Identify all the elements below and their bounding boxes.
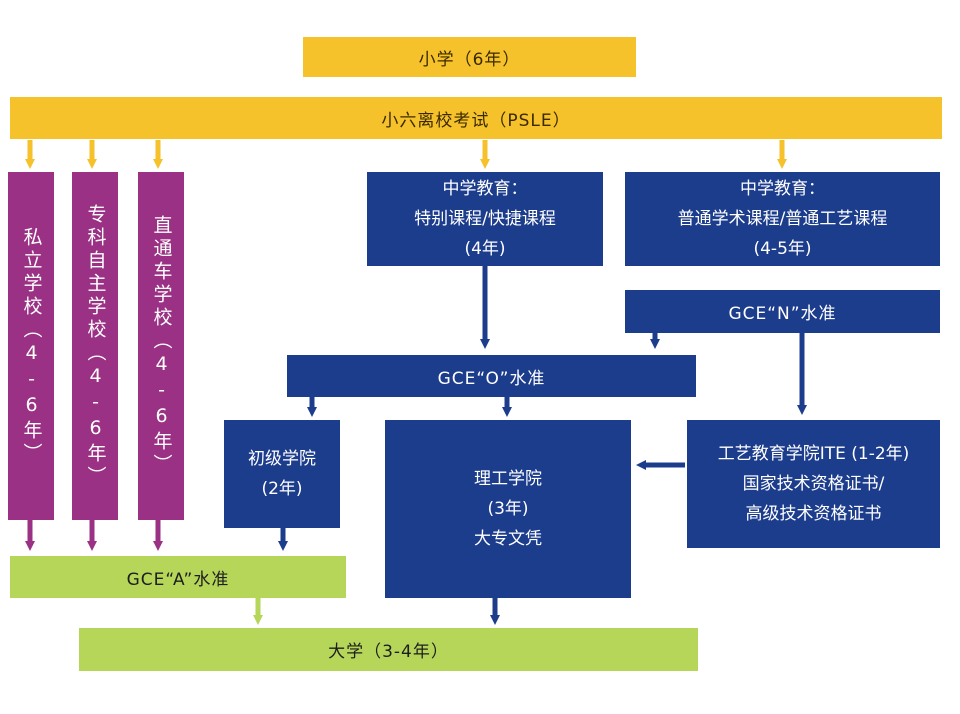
secondary-normal-line3: (4-5年) xyxy=(753,239,812,259)
private-school-label: 私立学校（4-6年） xyxy=(20,226,43,466)
ite-line2: 国家技术资格证书/ xyxy=(742,474,885,494)
secondary-special-line3: (4年) xyxy=(464,239,506,259)
gce-n-level-box: GCE“N”水准 xyxy=(625,290,940,333)
secondary-special-express-box: 中学教育： 特别课程/快捷课程 (4年) xyxy=(367,172,603,266)
gce-a-level-label: GCE“A”水准 xyxy=(126,569,230,590)
secondary-special-line2: 特别课程/快捷课程 xyxy=(414,209,556,229)
specialist-school-label: 专科自主学校（4-6年） xyxy=(84,203,107,489)
private-school-box: 私立学校（4-6年） xyxy=(8,172,54,520)
primary-school-label: 小学（6年） xyxy=(418,49,521,70)
secondary-normal-line2: 普通学术课程/普通工艺课程 xyxy=(677,209,888,229)
junior-college-line2: (2年) xyxy=(261,479,303,499)
psle-box: 小六离校考试（PSLE） xyxy=(10,97,942,139)
gce-o-level-box: GCE“O”水准 xyxy=(287,355,696,397)
secondary-special-line1: 中学教育： xyxy=(442,179,528,199)
university-box: 大学（3-4年） xyxy=(79,628,698,671)
ite-box: 工艺教育学院ITE (1-2年) 国家技术资格证书/ 高级技术资格证书 xyxy=(687,420,940,548)
specialist-school-box: 专科自主学校（4-6年） xyxy=(72,172,118,520)
university-label: 大学（3-4年） xyxy=(328,642,449,662)
primary-school-box: 小学（6年） xyxy=(303,37,636,77)
junior-college-box: 初级学院 (2年) xyxy=(224,420,340,528)
psle-label: 小六离校考试（PSLE） xyxy=(381,110,571,131)
secondary-normal-line1: 中学教育： xyxy=(740,179,825,199)
gce-a-level-box: GCE“A”水准 xyxy=(10,556,346,598)
polytechnic-line1: 理工学院 xyxy=(474,469,542,489)
through-train-school-box: 直通车学校（4-6年） xyxy=(138,172,184,520)
junior-college-line1: 初级学院 xyxy=(248,449,316,469)
polytechnic-line2: (3年) xyxy=(487,499,529,519)
through-train-school-label: 直通车学校（4-6年） xyxy=(150,215,173,477)
ite-line1: 工艺教育学院ITE (1-2年) xyxy=(717,444,910,464)
ite-line3: 高级技术资格证书 xyxy=(745,504,882,524)
secondary-normal-box: 中学教育： 普通学术课程/普通工艺课程 (4-5年) xyxy=(625,172,940,266)
gce-n-level-label: GCE“N”水准 xyxy=(728,304,837,324)
polytechnic-line3: 大专文凭 xyxy=(474,529,542,549)
gce-o-level-label: GCE“O”水准 xyxy=(437,368,546,389)
polytechnic-box: 理工学院 (3年) 大专文凭 xyxy=(385,420,631,598)
